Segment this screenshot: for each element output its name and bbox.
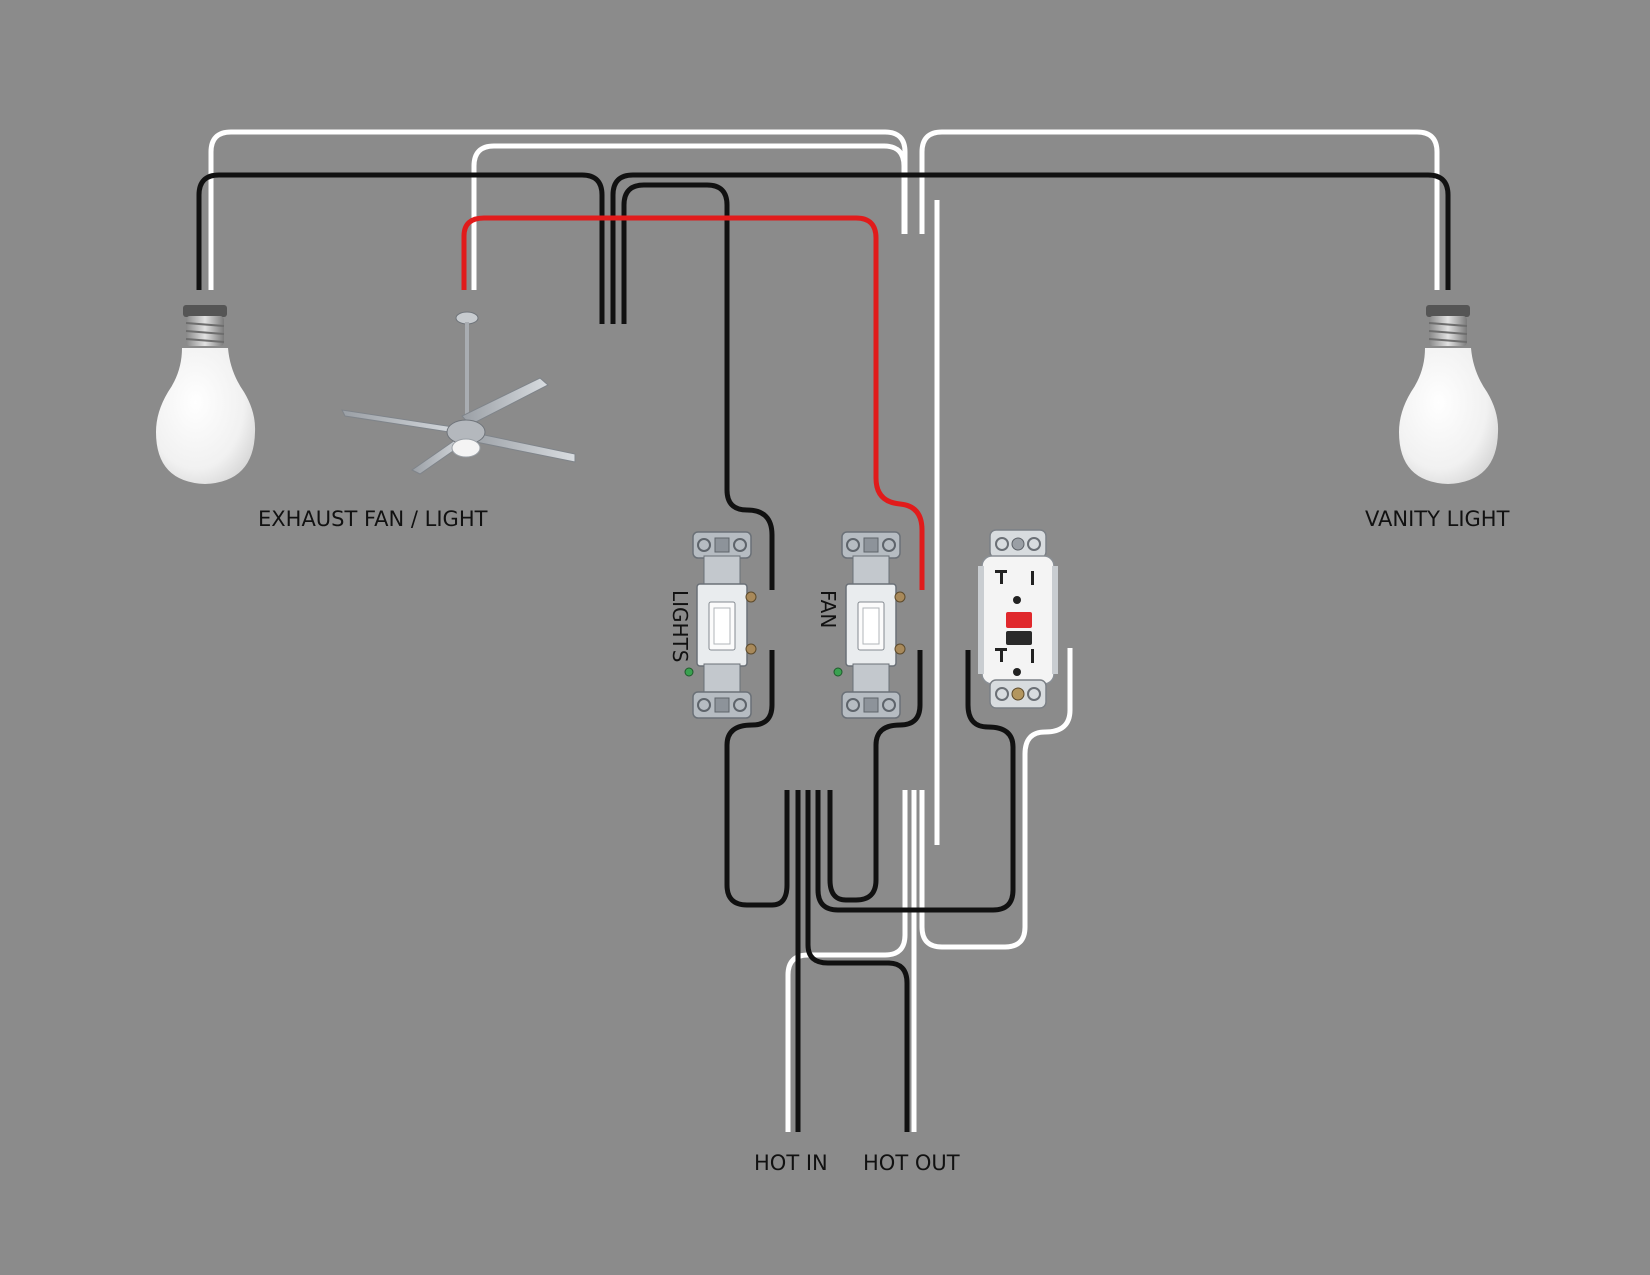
hot-in-label: HOT IN bbox=[754, 1151, 828, 1175]
hot-wire-lights-bottom bbox=[724, 650, 790, 908]
hot-wire-fan-bottom bbox=[827, 650, 923, 903]
left-bulb-icon bbox=[156, 305, 256, 484]
lights-switch-icon bbox=[684, 531, 757, 719]
traveler-wire-fan bbox=[461, 215, 925, 590]
hot-wires bbox=[196, 172, 1451, 1132]
ceiling-fan-icon bbox=[341, 311, 576, 475]
neutral-wire-left-bulb bbox=[208, 129, 908, 290]
hot-wire-gfci bbox=[815, 650, 1016, 913]
exhaust-fan-light-label: EXHAUST FAN / LIGHT bbox=[258, 507, 488, 531]
fan-switch-label: FAN bbox=[816, 590, 840, 629]
lights-switch-label: LIGHTS bbox=[668, 590, 692, 663]
neutral-wire-gfci bbox=[919, 648, 1073, 950]
hot-out-label: HOT OUT bbox=[863, 1151, 960, 1175]
gfci-outlet-icon bbox=[978, 529, 1058, 709]
right-bulb-icon bbox=[1399, 305, 1499, 484]
fan-switch-icon bbox=[833, 531, 906, 719]
neutral-wires bbox=[208, 129, 1440, 1132]
neutral-wire-vanity bbox=[919, 129, 1440, 290]
neutral-wire-fan bbox=[471, 143, 907, 290]
hot-wire-vanity bbox=[610, 172, 1451, 324]
hot-wire-hot-out bbox=[805, 790, 910, 1132]
neutral-wire-hot-in bbox=[785, 790, 908, 1132]
vanity-light-label: VANITY LIGHT bbox=[1365, 507, 1510, 531]
hot-wire-lights-jumper bbox=[621, 182, 775, 590]
hot-wire-left-bulb bbox=[196, 172, 605, 324]
